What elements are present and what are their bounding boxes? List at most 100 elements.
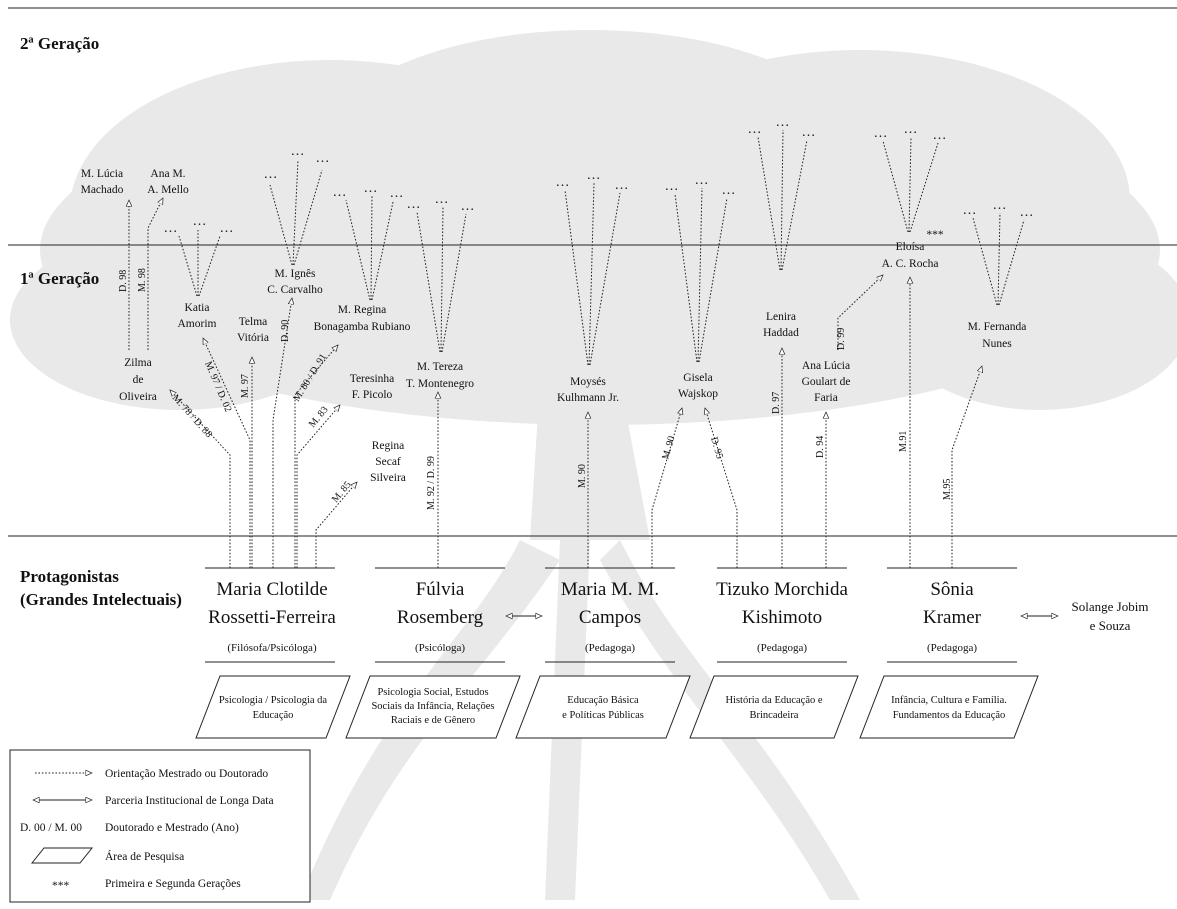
research-area-line2: Educação <box>253 710 294 721</box>
mentorship-arrows <box>129 198 982 568</box>
protagonist-rosemberg: Fúlvia Rosemberg (Psicóloga) Psicologia … <box>345 567 521 739</box>
edge-label: M. 97 <box>240 374 251 398</box>
protagonist-profession: (Pedagoga) <box>757 642 807 654</box>
ellipsis: … <box>461 199 476 214</box>
research-area-line1: Psicologia / Psicologia da <box>219 695 328 706</box>
first-gen-zilma-line1: Zilma <box>124 357 151 369</box>
protagonist-kramer: Sônia Kramer (Pedagoga) Infância, Cultur… <box>859 567 1039 739</box>
protagonist-rossetti-ferreira: Maria Clotilde Rossetti-Ferreira (Filóso… <box>195 567 351 739</box>
generations-stars-marker: *** <box>926 229 944 241</box>
first-generation-names: Zilma de Oliveira Katia Amorim Telma Vit… <box>119 241 1026 484</box>
legend-parallelogram-icon <box>30 847 94 864</box>
first-generation-label: 1ª Geração <box>20 269 99 288</box>
ellipsis: … <box>264 167 279 182</box>
edge-label: M. 85 <box>330 480 354 505</box>
first-gen-eloisa-line2: A. C. Rocha <box>882 258 939 270</box>
ellipsis: … <box>695 173 710 188</box>
first-gen-zilma-line3: Oliveira <box>119 391 157 403</box>
first-gen-gisela-line2: Wajskop <box>678 388 718 400</box>
research-area-line1: Educação Básica <box>567 695 639 706</box>
first-gen-teresinha-line2: F. Picolo <box>352 389 393 401</box>
first-gen-fernanda-line1: M. Fernanda <box>968 321 1027 333</box>
first-gen-regina-b-line2: Bonagamba Rubiano <box>314 321 411 333</box>
ellipsis: … <box>665 179 680 194</box>
ellipsis: … <box>722 183 737 198</box>
first-gen-katia-line1: Katia <box>185 302 210 314</box>
research-area-line2: e Políticas Públicas <box>562 710 644 721</box>
research-area-line3: Raciais e de Gênero <box>391 715 475 726</box>
ellipsis: … <box>316 151 331 166</box>
second-generation-ellipses: … … … … … … … … … … … … … … … … … … … … … <box>164 115 1034 236</box>
ellipsis: … <box>748 122 763 137</box>
protagonists-sublabel: (Grandes Intelectuais) <box>20 590 182 609</box>
second-gen-name-ana-mello-line1: Ana M. <box>150 168 185 180</box>
legend-text-orientation: Orientação Mestrado ou Doutorado <box>105 768 268 780</box>
second-generation-fans <box>178 129 1025 366</box>
ellipsis: … <box>390 186 405 201</box>
first-gen-ana-lucia-line1: Ana Lúcia <box>802 360 850 372</box>
first-gen-gisela-line1: Gisela <box>683 372 712 384</box>
edge-label: D. 94 <box>815 436 826 458</box>
ellipsis: … <box>291 144 306 159</box>
protagonist-name-line1: Sônia <box>930 579 974 600</box>
legend-code: D. 00 / M. 00 <box>20 822 82 834</box>
protagonist-name-line1: Maria Clotilde <box>216 579 327 600</box>
protagonist-name-line1: Fúlvia <box>416 579 465 600</box>
first-gen-regina-s-line1: Regina <box>372 440 405 452</box>
first-gen-zilma-line2: de <box>133 374 144 386</box>
edge-label: D. 95 <box>708 436 725 460</box>
research-area-box <box>195 675 351 739</box>
protagonist-kishimoto: Tizuko Morchida Kishimoto (Pedagoga) His… <box>689 567 859 739</box>
protagonists-label: Protagonistas <box>20 567 119 586</box>
legend-box <box>9 749 311 903</box>
first-gen-moyses-line2: Kulhmann Jr. <box>557 392 619 404</box>
second-gen-name-lucia-line1: M. Lúcia <box>81 168 123 180</box>
legend: Orientação Mestrado ou Doutorado Parceri… <box>9 749 311 903</box>
protagonist-name-line2: Campos <box>579 607 641 628</box>
edge-label: M.95 <box>942 479 953 500</box>
research-area-box <box>689 675 859 739</box>
first-gen-telma-line2: Vitória <box>237 332 269 344</box>
research-area-line2: Sociais da Infância, Relações <box>371 701 494 712</box>
first-gen-lenira-line2: Haddad <box>763 327 799 339</box>
legend-text-area: Área de Pesquisa <box>105 849 184 863</box>
first-gen-moyses-line1: Moysés <box>570 376 606 388</box>
protagonist-profession: (Pedagoga) <box>585 642 635 654</box>
second-generation-label: 2ª Geração <box>20 34 99 53</box>
first-gen-ana-lucia-line2: Goulart de <box>802 376 851 388</box>
research-area-line1: Infância, Cultura e Família. <box>891 695 1007 706</box>
ellipsis: … <box>933 128 948 143</box>
ellipsis: … <box>904 122 919 137</box>
edge-label: M. 90 <box>660 435 677 461</box>
edge-label: M.91 <box>898 431 909 452</box>
first-gen-regina-s-line3: Silveira <box>370 472 406 484</box>
first-gen-lenira-line1: Lenira <box>766 311 796 323</box>
first-gen-eloisa-line1: Eloísa <box>896 241 925 253</box>
first-gen-tereza-line2: T. Montenegro <box>406 378 474 390</box>
ellipsis: … <box>407 197 422 212</box>
edge-label: D. 97 <box>771 392 782 414</box>
ellipsis: … <box>220 221 235 236</box>
partner-name-line2: e Souza <box>1090 618 1131 633</box>
protagonist-profession: (Psicóloga) <box>415 642 465 654</box>
ellipsis: … <box>164 221 179 236</box>
first-gen-ignes-line1: M. Ignês <box>275 268 316 280</box>
first-gen-ana-lucia-line3: Faria <box>814 392 838 404</box>
research-area-line1: Psicologia Social, Estudos <box>377 687 488 698</box>
ellipsis: … <box>874 126 889 141</box>
first-gen-tereza-line1: M. Tereza <box>417 361 463 373</box>
protagonist-name-line2: Rosemberg <box>397 607 484 628</box>
research-area-box <box>859 675 1039 739</box>
edge-label: M. 92 / D. 99 <box>426 456 437 510</box>
research-area-line1: História da Educação e <box>725 695 822 706</box>
protagonist-name-line2: Kramer <box>923 607 982 628</box>
edge-label: M. 98 <box>137 268 148 292</box>
legend-text-generations: Primeira e Segunda Gerações <box>105 878 241 890</box>
protagonist-profession: (Pedagoga) <box>927 642 977 654</box>
first-gen-katia-line2: Amorim <box>178 318 217 330</box>
ellipsis: … <box>435 192 450 207</box>
first-gen-regina-s-line2: Secaf <box>375 456 401 468</box>
ellipsis: … <box>963 203 978 218</box>
first-gen-regina-b-line1: M. Regina <box>338 304 387 316</box>
ellipsis: … <box>193 214 208 229</box>
